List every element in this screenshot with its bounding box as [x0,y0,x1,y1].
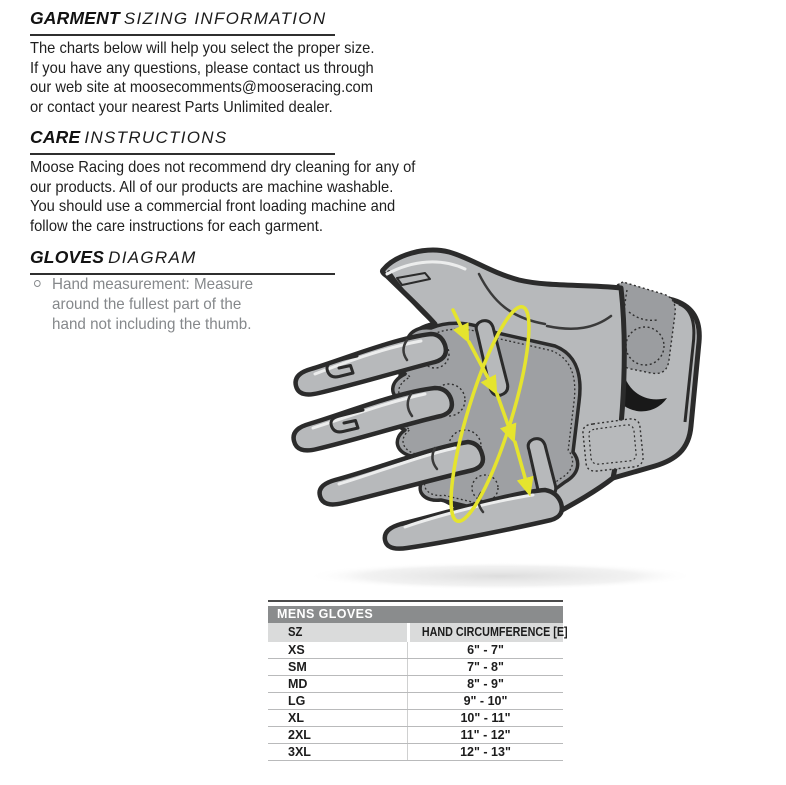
glove-fingers [291,331,565,551]
size-cell: SM [288,660,307,674]
paragraph-line: If you have any questions, please contac… [30,59,374,77]
glove-shadow [306,562,696,590]
mens-gloves-size-table: MENS GLOVES SZ HAND CIRCUMFERENCE [E] XS… [268,600,568,761]
paragraph-line: The charts below will help you select th… [30,40,375,57]
paragraph-line: or contact your nearest Parts Unlimited … [30,98,333,116]
table-row: XS 6" - 7" [268,642,563,658]
table-row: SM 7" - 8" [268,658,563,675]
paragraph-line: our products. All of our products are ma… [30,178,394,196]
bullet-circle-icon [34,280,41,287]
range-cell: 7" - 8" [407,659,563,675]
care-instructions-paragraph: Moose Racing does not recommend dry clea… [30,158,415,236]
table-row: 2XL 11" - 12" [268,726,563,743]
size-cell: 3XL [288,745,311,759]
title-bold-text: CARE [30,127,81,147]
bullet-line: around the fullest part of the [52,296,242,313]
glove-diagram-svg [291,247,702,590]
table-row: 3XL 12" - 13" [268,743,563,760]
range-cell: 8" - 9" [407,676,563,692]
glove-illustration [283,242,703,592]
size-cell: MD [288,677,308,691]
knuckle-armor-icon [325,354,359,379]
range-cell: 12" - 13" [407,744,563,760]
bullet-line: hand not including the thumb. [52,316,252,333]
paragraph-line: our web site at moosecomments@mooseracin… [30,79,374,96]
table-row: MD 8" - 9" [268,675,563,692]
table-body: XS 6" - 7" SM 7" - 8" MD 8" - 9" LG 9" -… [268,642,563,761]
bullet-text: Hand measurement: Measure around the ful… [52,275,253,335]
garment-sizing-paragraph: The charts below will help you select th… [30,39,374,117]
table-row: LG 9" - 10" [268,692,563,709]
range-cell: 9" - 10" [407,693,563,709]
column-header-size: SZ [288,625,303,639]
paragraph-line: You should use a commercial front loadin… [30,198,396,215]
knuckle-armor-icon [329,408,365,434]
measurement-arrows-icon [449,304,534,524]
table-header-row: SZ HAND CIRCUMFERENCE [E] [268,623,568,642]
title-light-text: DIAGRAM [108,248,197,267]
title-bold-text: GLOVES [30,247,105,267]
paragraph-line: follow the care instructions for each ga… [30,217,323,235]
glove-wrist-patch [582,418,644,472]
title-bold-text: GARMENT [30,8,120,28]
range-cell: 10" - 11" [407,710,563,726]
title-light-text: INSTRUCTIONS [84,128,228,147]
table-title-bar: MENS GLOVES [268,606,563,623]
column-header-circumference: HAND CIRCUMFERENCE [E] [407,623,579,642]
table-row: XL 10" - 11" [268,709,563,726]
title-light-text: SIZING INFORMATION [123,9,327,28]
range-cell: 11" - 12" [407,727,563,743]
range-cell: 6" - 7" [407,642,563,658]
bullet-line: Hand measurement: Measure [52,276,254,293]
size-cell: LG [288,694,306,708]
size-cell: XL [288,711,304,725]
size-cell: 2XL [288,728,311,742]
paragraph-line: Moose Racing does not recommend dry clea… [30,159,416,176]
hand-measurement-bullet: Hand measurement: Measure around the ful… [34,275,253,335]
size-cell: XS [288,643,305,657]
